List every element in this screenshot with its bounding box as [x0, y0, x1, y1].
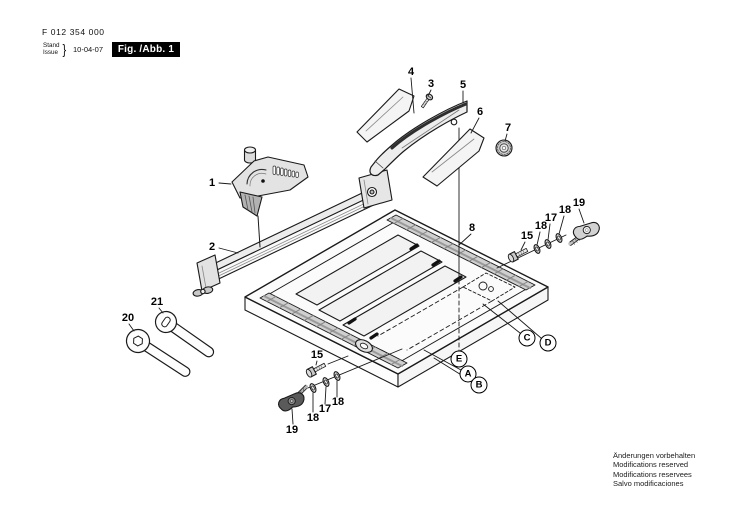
table-roller — [355, 339, 373, 353]
callout-5: 5 — [459, 79, 467, 91]
clamp-screw-rear — [507, 247, 529, 263]
clamp-screw-front — [305, 362, 327, 378]
callout-17: 17 — [544, 212, 558, 224]
washer — [309, 383, 317, 393]
reference-letter-b: B — [470, 376, 488, 394]
wing-knob-front — [278, 384, 309, 412]
callout-18: 18 — [558, 204, 572, 216]
ring-wrench — [154, 310, 215, 358]
callout-18: 18 — [306, 412, 320, 424]
washer — [544, 239, 552, 249]
leader-lines — [128, 77, 585, 425]
table-rear-rail — [386, 214, 536, 291]
issue-label: Issue — [43, 49, 59, 56]
reference-letter-c: C — [518, 329, 536, 347]
callout-18: 18 — [534, 220, 548, 232]
rights-notice-line: Modifications reservees — [613, 469, 692, 479]
callout-17: 17 — [318, 403, 332, 415]
stand-issue-label: Stand Issue — [43, 42, 59, 56]
callout-20: 20 — [121, 312, 135, 324]
clamp-hardware-rear — [496, 221, 600, 269]
callout-7: 7 — [504, 122, 512, 134]
figure-label: Fig. /Abb. 1 — [112, 42, 180, 57]
clamp-hardware-front — [278, 348, 403, 412]
document-number: F 012 354 000 — [42, 27, 105, 37]
wing-knob-rear — [568, 221, 600, 246]
callout-19: 19 — [572, 197, 586, 209]
rights-notice-line: Änderungen vorbehalten — [613, 451, 696, 460]
open-wrench — [125, 328, 191, 377]
round-nut — [495, 139, 513, 157]
callout-4: 4 — [407, 66, 415, 78]
blade-guard-assembly — [356, 88, 513, 187]
callout-6: 6 — [476, 106, 484, 118]
miter-gauge — [231, 146, 309, 248]
washer — [322, 377, 330, 387]
rights-notice-line: Salvo modificaciones — [613, 479, 684, 489]
callout-19: 19 — [285, 424, 299, 436]
washer — [533, 244, 541, 254]
rail-wing-nut — [192, 286, 214, 297]
stand-label: Stand — [43, 42, 60, 49]
callout-1: 1 — [208, 177, 216, 189]
washer — [555, 233, 563, 243]
callout-8: 8 — [468, 222, 476, 234]
guide-rail — [192, 169, 393, 297]
reference-letter-d: D — [539, 334, 557, 352]
callout-21: 21 — [150, 296, 164, 308]
issue-date: 10-04-07 — [73, 45, 104, 54]
cover-plate-right — [422, 128, 485, 187]
callout-3: 3 — [427, 78, 435, 90]
rights-notice-line: Modifications reserved — [613, 460, 689, 470]
callout-15: 15 — [310, 349, 324, 361]
callout-15: 15 — [520, 230, 534, 242]
washer — [333, 371, 341, 381]
guard-screw — [420, 93, 434, 109]
insert-plate-hidden-outline — [377, 272, 516, 351]
rights-notice: Änderungen vorbehalten Modifications res… — [613, 451, 695, 489]
cover-plate-left — [356, 88, 415, 143]
brace-glyph: } — [62, 41, 67, 57]
callout-2: 2 — [208, 241, 216, 253]
blade-guard — [369, 100, 468, 177]
reference-letter-e: E — [450, 350, 468, 368]
callout-18: 18 — [331, 396, 345, 408]
